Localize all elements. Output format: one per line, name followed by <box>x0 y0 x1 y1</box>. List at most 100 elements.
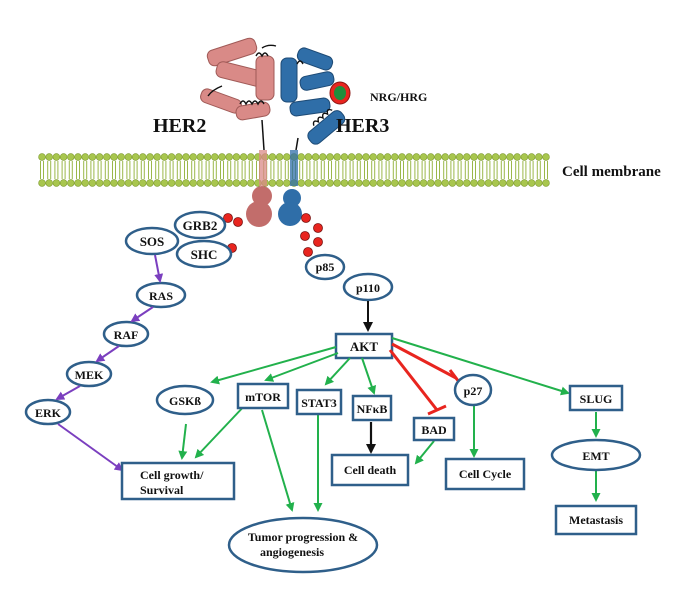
lipid-head <box>225 179 233 187</box>
lipid-head <box>175 179 183 187</box>
cell-membrane <box>38 153 550 187</box>
cell-death-node <box>330 453 410 487</box>
lipid-head <box>67 179 75 187</box>
lipid-head <box>376 153 385 161</box>
slug-label: SLUG <box>580 392 613 406</box>
cell-cycle-node <box>444 457 526 491</box>
lipid-tail <box>472 161 476 179</box>
lipid-tail <box>522 161 527 179</box>
lipid-head <box>398 153 406 161</box>
lipid-tail <box>536 161 541 179</box>
lipid-tail <box>457 161 462 179</box>
her2-receptor <box>200 37 277 151</box>
lipid-tail <box>421 161 426 179</box>
lipid-head <box>369 153 377 161</box>
nfkb-label: NFκB <box>357 402 388 416</box>
nrg-ligand <box>329 81 351 105</box>
p85-node <box>304 253 346 281</box>
mapk-arrows <box>55 254 164 472</box>
metastasis-label: Metastasis <box>569 513 623 527</box>
lipid-tail <box>191 161 196 179</box>
sos-node <box>124 226 180 256</box>
grb2-label: GRB2 <box>183 218 218 233</box>
lipid-head <box>95 179 104 187</box>
lipid-head <box>160 179 169 187</box>
ligand-label: NRG/HRG <box>370 90 427 104</box>
lipid-head <box>304 179 313 187</box>
lipid-head <box>506 153 514 161</box>
lipid-tail <box>349 161 354 179</box>
lipid-head <box>491 153 500 161</box>
lipid-head <box>347 179 356 187</box>
lipid-head <box>448 179 457 187</box>
ras-node <box>135 281 187 309</box>
lipid-head <box>175 153 183 161</box>
lipid-tail <box>515 161 520 179</box>
gsk-node <box>155 384 215 416</box>
lipid-head <box>463 153 471 161</box>
slug-node <box>568 384 624 412</box>
lipid-head <box>196 179 205 187</box>
lipid-head <box>355 153 363 161</box>
lipid-head <box>160 153 169 161</box>
lipid-tail <box>90 161 95 179</box>
lipid-head <box>513 153 521 161</box>
lipid-tail <box>205 161 210 179</box>
lipid-head <box>383 179 392 187</box>
lipid-tail <box>306 161 311 179</box>
lipid-head <box>391 179 399 187</box>
lipid-head <box>59 153 68 161</box>
lipid-head <box>319 153 327 161</box>
emt-node <box>550 438 642 472</box>
lipid-head <box>189 153 197 161</box>
grb2-node <box>173 210 227 240</box>
lipid-head <box>167 179 176 187</box>
lipid-head <box>491 179 500 187</box>
lipid-head <box>189 179 197 187</box>
lipid-tail <box>313 161 318 179</box>
lipid-head <box>304 153 313 161</box>
lipid-head <box>520 179 529 187</box>
lipid-head <box>513 179 521 187</box>
lipid-tail <box>464 161 469 179</box>
lipid-tail <box>443 161 448 179</box>
lipid-tail <box>436 161 440 179</box>
lipid-head <box>441 179 449 187</box>
lipid-head <box>535 153 543 161</box>
lipid-tail <box>169 161 174 179</box>
lipid-tail <box>162 161 167 179</box>
lipid-tail <box>155 161 160 179</box>
lipid-head <box>499 179 507 187</box>
lipid-head <box>117 153 125 161</box>
lipid-tail <box>97 161 102 179</box>
raf-label: RAF <box>114 328 139 342</box>
lipid-tail <box>212 161 217 179</box>
lipid-head <box>283 179 291 187</box>
lipid-head <box>124 179 133 187</box>
lipid-head <box>333 153 341 161</box>
lipid-head <box>369 179 377 187</box>
lipid-head <box>182 179 190 187</box>
lipid-tail <box>133 161 138 179</box>
cell-cycle-label: Cell Cycle <box>459 467 512 481</box>
lipid-tail <box>76 161 80 179</box>
cell-growth-node <box>120 461 236 501</box>
lipid-head <box>463 179 471 187</box>
lipid-tail <box>414 161 419 179</box>
lipid-head <box>247 153 255 161</box>
ras-label: RAS <box>149 289 173 303</box>
lipid-head <box>484 153 493 161</box>
lipid-head <box>218 153 226 161</box>
p27-node <box>453 373 493 407</box>
lipid-tail <box>328 161 332 179</box>
lipid-head <box>103 179 111 187</box>
lipid-head <box>275 179 284 187</box>
lipid-tail <box>479 161 484 179</box>
p85-label: p85 <box>316 260 335 274</box>
lipid-tail <box>400 161 404 179</box>
lipid-head <box>88 179 97 187</box>
lipid-tail <box>248 161 253 179</box>
lipid-tail <box>320 161 325 179</box>
lipid-tail <box>68 161 73 179</box>
lipid-head <box>319 179 327 187</box>
